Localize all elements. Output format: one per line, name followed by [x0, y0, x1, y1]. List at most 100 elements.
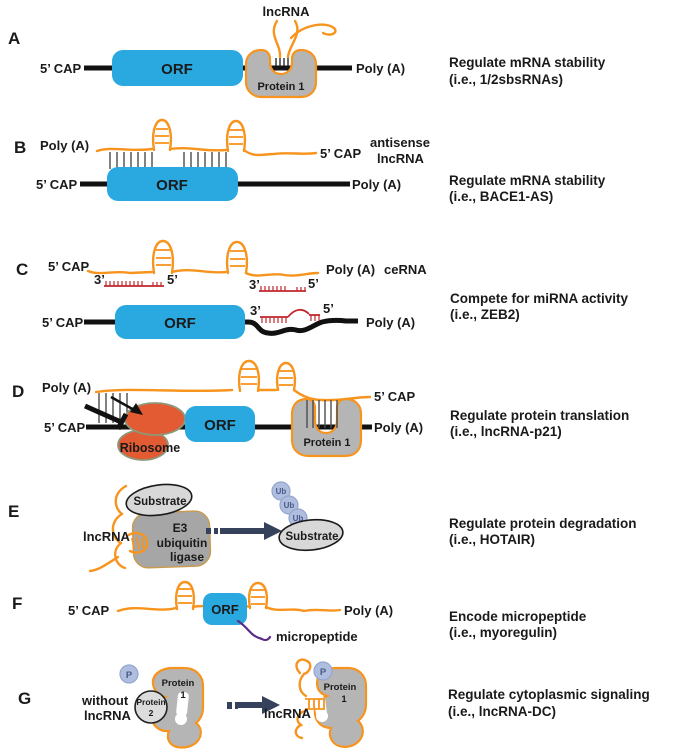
panel-letter: A — [8, 29, 20, 48]
orf-box — [203, 593, 247, 625]
svg-text:3’: 3’ — [250, 303, 261, 318]
svg-text:3’: 3’ — [249, 277, 260, 292]
panel-d: D Poly (A) 5’ CAP Ribosome ORF 5 — [12, 359, 629, 461]
mirna-left: 3’ 5’ — [94, 272, 178, 287]
protein1-left-notch — [176, 691, 189, 717]
polya-label: Poly (A) — [344, 603, 393, 618]
protein1-right-label-2: 1 — [341, 694, 347, 705]
without-label-2: lncRNA — [84, 708, 132, 723]
protein2-circle — [134, 690, 168, 724]
description-line2: (i.e., lncRNA-p21) — [450, 424, 562, 439]
orf-box — [112, 50, 243, 86]
inhibition-arrows — [83, 395, 143, 431]
cap-label: 5’ CAP — [68, 603, 110, 618]
lncrna-label: lncRNA — [263, 4, 311, 19]
description-line2: (i.e., lncRNA-DC) — [448, 704, 556, 719]
substrate-right-shape — [278, 518, 344, 552]
without-label-1: without — [81, 693, 129, 708]
micropeptide-line — [236, 619, 272, 642]
mrna-line — [84, 317, 358, 336]
panel-letter: F — [12, 594, 22, 613]
antisense-label-2: lncRNA — [377, 151, 425, 166]
description-line1: Encode micropeptide — [449, 609, 587, 624]
arrow-right — [206, 522, 282, 540]
protein2-label-1: Protein — [136, 697, 165, 707]
lncrna-strand — [94, 359, 372, 402]
cap-label: 5’ CAP — [40, 61, 82, 76]
description-line1: Regulate protein degradation — [449, 516, 637, 531]
phosphate-left-label: P — [126, 670, 133, 681]
lncrna-strand — [294, 658, 325, 740]
svg-text:3’: 3’ — [94, 272, 105, 287]
cap-top-label: 5’ CAP — [48, 259, 90, 274]
svg-text:Ub: Ub — [293, 514, 304, 523]
cap-label: 5’ CAP — [44, 420, 86, 435]
description-line2: (i.e., BACE1-AS) — [449, 189, 553, 204]
polya-top-label: Poly (A) — [40, 138, 89, 153]
cap-top-label: 5’ CAP — [320, 146, 362, 161]
protein1-label: Protein 1 — [257, 81, 304, 93]
cerna-label: ceRNA — [384, 262, 427, 277]
mirna-on-mrna: 3’ 5’ — [250, 301, 334, 323]
lncrna-label: lncRNA — [83, 529, 131, 544]
panel-letter: E — [8, 502, 19, 521]
substrate-left-label: Substrate — [133, 496, 186, 508]
panel-letter: G — [18, 689, 31, 708]
panel-c: C 5’ CAP 3’ 5’ 3’ — [16, 239, 629, 339]
polya-label: Poly (A) — [356, 61, 405, 76]
protein1-left-label-2: 1 — [180, 690, 186, 701]
lncrna-strand — [116, 580, 342, 613]
protein1-shape — [290, 397, 363, 458]
lncrna-strand — [272, 19, 337, 59]
orf-label: ORF — [164, 315, 196, 332]
description-line2: (i.e., HOTAIR) — [449, 532, 535, 547]
description-line1: Regulate cytoplasmic signaling — [448, 687, 650, 702]
mirna-right-top: 3’ 5’ — [249, 276, 319, 292]
micropeptide-label: micropeptide — [276, 629, 358, 644]
antisense-lncrna-strand — [95, 118, 318, 157]
antisense-label-1: antisense — [370, 135, 430, 150]
panel-g: G P without lncRNA Protein 1 Protein 2 P… — [18, 658, 650, 749]
substrate-left-shape — [125, 483, 193, 517]
svg-text:Ub: Ub — [276, 487, 287, 496]
e3-label-line2: ubiquitin — [157, 536, 208, 550]
polya-top-label: Poly (A) — [42, 380, 91, 395]
panel-letter: D — [12, 382, 24, 401]
e3-label-line1: E3 — [173, 521, 188, 535]
panel-e: E Substrate E3 ubiquitin ligase lncRNA U… — [8, 481, 637, 573]
description-line1: Regulate protein translation — [450, 408, 629, 423]
protein1-right-label-1: Protein — [324, 682, 357, 693]
ribosome-label: Ribosome — [120, 441, 180, 455]
cap-label: 5’ CAP — [36, 177, 78, 192]
orf-label: ORF — [156, 177, 188, 194]
phosphate-right-label: P — [320, 667, 327, 678]
basepair-lines-protein — [306, 400, 338, 428]
description-line1: Regulate mRNA stability — [449, 55, 606, 70]
orf-box — [107, 167, 238, 201]
protein1-left-notch-end — [175, 713, 187, 725]
polya-label: Poly (A) — [352, 177, 401, 192]
svg-text:Ub: Ub — [284, 501, 295, 510]
panel-f: F 5’ CAP ORF Poly (A) micropeptide Encod… — [12, 580, 587, 644]
svg-text:5’: 5’ — [323, 301, 334, 316]
description-line2: (i.e., myoregulin) — [449, 625, 557, 640]
protein1-left-label-1: Protein — [162, 678, 195, 689]
panel-b: B Poly (A) 5’ CAP antisense lncRNA 5’ CA… — [14, 118, 606, 204]
lncrna-label: lncRNA — [264, 706, 312, 721]
basepair-lines — [109, 152, 227, 169]
description-line2: (i.e., 1/2sbsRNAs) — [449, 72, 563, 87]
orf-box — [185, 406, 255, 442]
svg-text:5’: 5’ — [308, 276, 319, 291]
phosphate-right-circle — [313, 661, 333, 681]
protein1-shape — [244, 48, 318, 99]
svg-text:5’: 5’ — [167, 272, 178, 287]
lncrna-strand — [88, 484, 149, 573]
protein1-right-notch-end — [316, 710, 328, 722]
cap-top-label: 5’ CAP — [374, 389, 416, 404]
polya-label: Poly (A) — [374, 420, 423, 435]
polya-label: Poly (A) — [366, 315, 415, 330]
orf-label: ORF — [204, 417, 236, 434]
panel-letter: B — [14, 138, 26, 157]
